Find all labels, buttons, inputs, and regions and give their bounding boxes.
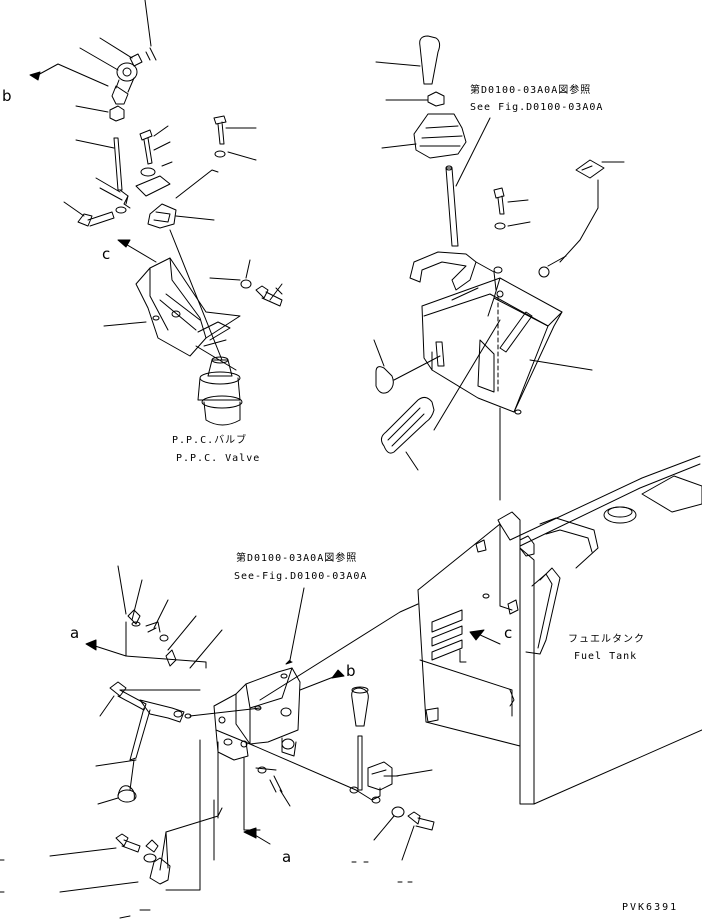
fuel-tank — [417, 455, 702, 805]
callout-c-right: c — [504, 624, 513, 642]
see-fig-mid-en: See-Fig.D0100-03A0A — [234, 571, 368, 582]
shift-lever — [109, 681, 192, 803]
ppc-valve-assembly — [29, 0, 283, 426]
ppc-valve-label-jp: P.P.C.バルブ — [172, 435, 248, 446]
callout-c-left: c — [102, 245, 111, 263]
see-fig-top-jp: 第D0100-03A0A図参照 — [470, 85, 592, 96]
see-fig-mid-jp: 第D0100-03A0A図参照 — [236, 553, 358, 564]
drawing-code: PVK6391 — [622, 902, 679, 913]
lever-linkage-assembly — [49, 565, 435, 919]
valve-bracket — [135, 257, 241, 357]
ppc-valve-label-en: P.P.C. Valve — [176, 453, 261, 464]
fuel-tank-label-jp: フュエルタンク — [568, 634, 645, 645]
lever-housing — [213, 667, 301, 761]
rod-end-part — [111, 47, 157, 105]
callout-b-top: b — [2, 87, 12, 105]
lever-box — [409, 251, 563, 415]
callout-a-left: a — [70, 624, 80, 642]
see-fig-top-en: See Fig.D0100-03A0A — [470, 102, 604, 113]
fuel-tank-label-en: Fuel Tank — [574, 651, 638, 662]
lever-box-assembly — [373, 35, 625, 501]
slot-cover — [380, 319, 501, 471]
callout-b-bottom: b — [346, 662, 356, 680]
callout-a-bottom: a — [282, 848, 292, 866]
control-lever — [249, 686, 433, 804]
